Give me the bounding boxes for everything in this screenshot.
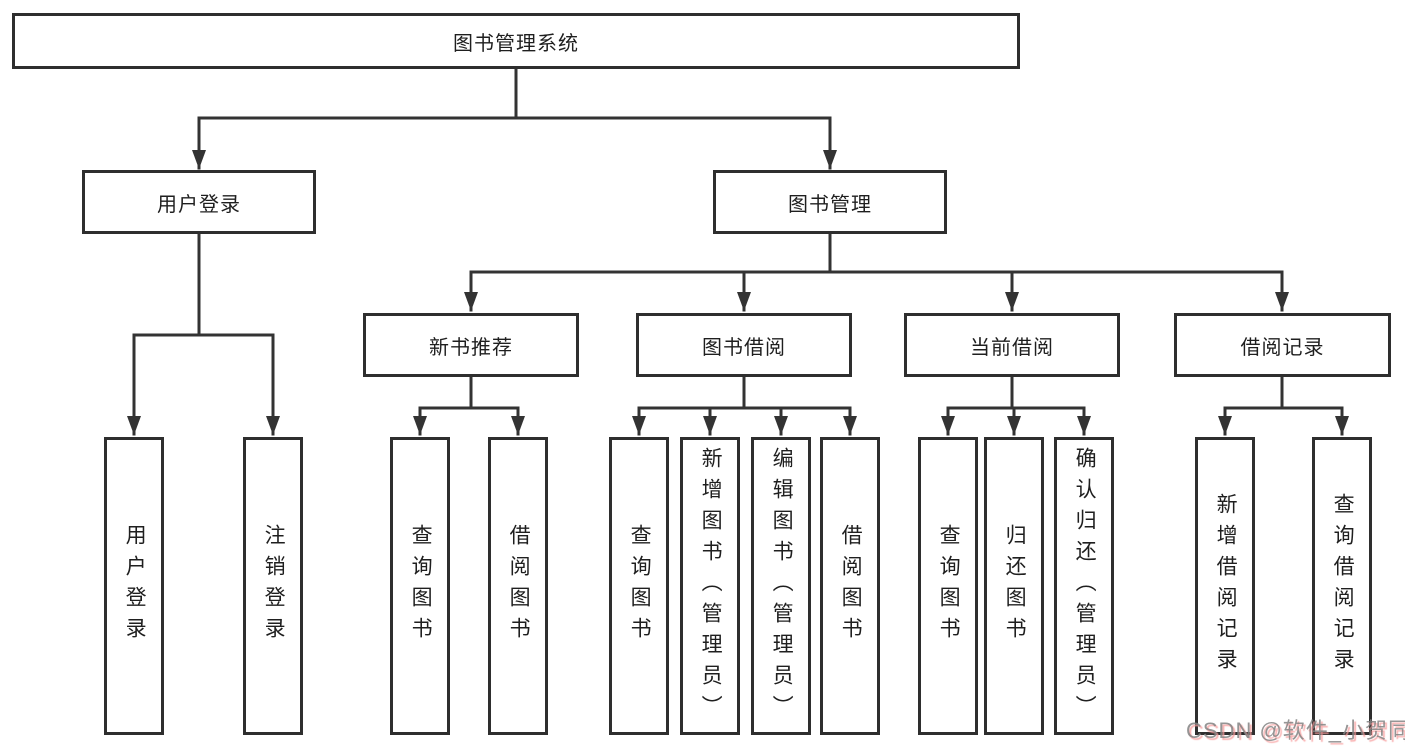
leaf-borrow-query-books: 查询图书 xyxy=(609,437,669,735)
node-label: 用户登录 xyxy=(123,524,147,648)
leaf-current-return-books: 归还图书 xyxy=(984,437,1044,735)
leaf-current-query-books: 查询图书 xyxy=(918,437,978,735)
node-label: 图书借阅 xyxy=(702,336,786,359)
node-current-borrow: 当前借阅 xyxy=(904,313,1120,377)
leaf-record-query-borrow-record: 查询借阅记录 xyxy=(1312,437,1372,735)
node-label: 图书管理系统 xyxy=(453,32,579,55)
node-book-borrow: 图书借阅 xyxy=(636,313,852,377)
node-library-management-system: 图书管理系统 xyxy=(12,13,1020,69)
node-label: 归还图书 xyxy=(1003,524,1027,648)
leaf-user-login: 用户登录 xyxy=(104,437,164,735)
node-label: 用户登录 xyxy=(157,193,241,216)
node-label: 新书推荐 xyxy=(429,336,513,359)
node-borrow-record: 借阅记录 xyxy=(1174,313,1391,377)
leaf-recommend-query-books: 查询图书 xyxy=(390,437,450,735)
leaf-logout-login: 注销登录 xyxy=(243,437,303,735)
leaf-record-add-borrow-record: 新增借阅记录 xyxy=(1195,437,1255,735)
connector-book-management-split xyxy=(464,232,1289,312)
node-user-login: 用户登录 xyxy=(82,170,316,234)
node-label: 确认归还（管理员） xyxy=(1073,446,1097,726)
leaf-borrow-add-books-admin: 新增图书（管理员） xyxy=(680,437,740,735)
node-label: 注销登录 xyxy=(262,524,286,648)
node-book-management: 图书管理 xyxy=(713,170,947,234)
node-label: 查询借阅记录 xyxy=(1331,493,1355,679)
leaf-borrow-edit-books-admin: 编辑图书（管理员） xyxy=(751,437,811,735)
leaf-recommend-borrow-books: 借阅图书 xyxy=(488,437,548,735)
node-label: 查询图书 xyxy=(628,524,652,648)
node-label: 查询图书 xyxy=(937,524,961,648)
node-label: 图书管理 xyxy=(788,193,872,216)
connector-recommend-split xyxy=(413,375,525,436)
node-label: 新增借阅记录 xyxy=(1214,493,1238,679)
connector-user-login-split xyxy=(127,232,280,436)
node-label: 当前借阅 xyxy=(970,336,1054,359)
connector-borrow-split xyxy=(632,375,857,436)
connector-record-split xyxy=(1218,375,1349,436)
leaf-current-confirm-return-admin: 确认归还（管理员） xyxy=(1054,437,1114,735)
node-label: 借阅记录 xyxy=(1240,336,1325,359)
connector-root-split xyxy=(192,66,837,170)
node-label: 查询图书 xyxy=(409,524,433,648)
node-label: 编辑图书（管理员） xyxy=(770,446,794,726)
csdn-watermark: CSDN @软件_小贺同学 xyxy=(1186,718,1405,743)
node-label: 借阅图书 xyxy=(507,524,531,648)
node-new-book-recommend: 新书推荐 xyxy=(363,313,579,377)
node-label: 新增图书（管理员） xyxy=(699,446,723,726)
leaf-borrow-borrow-books: 借阅图书 xyxy=(820,437,880,735)
node-label: 借阅图书 xyxy=(839,524,863,648)
connector-current-split xyxy=(941,375,1091,436)
